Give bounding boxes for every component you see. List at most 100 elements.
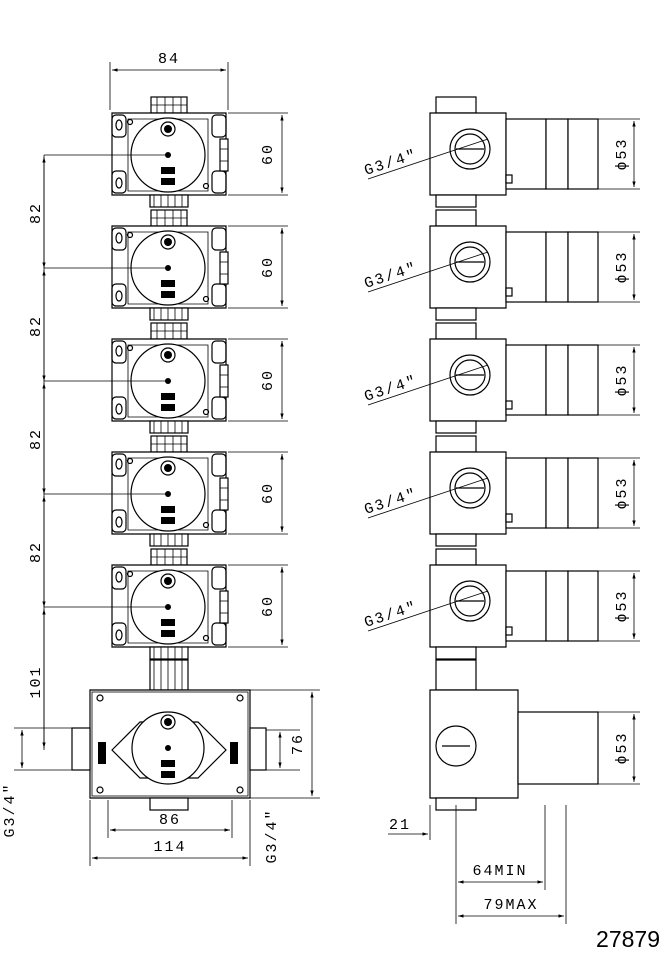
ear-bl	[111, 396, 127, 420]
label-tag-1	[161, 280, 175, 287]
base-spindle	[165, 745, 171, 751]
side-port-inner	[454, 585, 486, 617]
side-trim-3	[567, 457, 599, 529]
side-trim-3	[567, 231, 599, 303]
base-right-label	[230, 742, 238, 764]
spacing-82-label-1: 82	[28, 202, 45, 224]
connection-leader	[367, 138, 489, 180]
side-trim-2	[545, 570, 569, 642]
inner-body	[127, 344, 209, 418]
inner-body	[127, 231, 209, 305]
module-height-label: 60	[260, 595, 277, 617]
connection-leader	[367, 364, 489, 406]
label-tag-1	[161, 506, 175, 513]
base-right-port	[249, 727, 267, 771]
label-tag-2	[161, 630, 175, 637]
connection-leader	[367, 251, 489, 293]
side-top-nut	[435, 96, 477, 114]
base-tag	[161, 760, 175, 767]
slot-tl	[115, 345, 123, 357]
inner-body	[127, 118, 209, 192]
ear-tl	[111, 114, 127, 138]
ear-bl	[111, 170, 127, 194]
side-trim-3	[567, 344, 599, 416]
side-outlet	[219, 251, 229, 285]
side-trim-1	[505, 570, 547, 642]
ear-bl	[111, 509, 127, 533]
screw-tl	[126, 231, 134, 239]
front-view	[71, 96, 267, 811]
bottom-nut	[149, 307, 189, 321]
ear-tl	[111, 340, 127, 364]
base-screw	[236, 694, 244, 702]
base-tag	[161, 771, 175, 778]
side-top-nut	[435, 435, 477, 453]
slot-bl	[115, 290, 123, 302]
side-top-nut	[435, 209, 477, 227]
side-pin	[505, 287, 513, 297]
side-trim-1	[505, 118, 547, 190]
side-top-nut	[435, 548, 477, 566]
connection-leader	[367, 590, 489, 632]
dimension-annotations: 84 82 82 82 82 101 G3/4" 76 86 114	[2, 51, 660, 952]
side-trim-3	[567, 118, 599, 190]
max-depth-label: 79MAX	[483, 897, 538, 914]
width-84-label: 84	[158, 51, 180, 68]
side-trim-2	[545, 118, 569, 190]
hot-cold-marker	[160, 347, 176, 363]
inner-body	[127, 570, 209, 644]
ear-tr	[211, 566, 227, 590]
spacing-82-label-2: 82	[28, 315, 45, 337]
side-base	[429, 659, 599, 811]
ear-tl	[111, 227, 127, 251]
base-bottom-nut	[149, 797, 189, 811]
base-marker	[160, 714, 176, 730]
hot-cold-marker	[160, 121, 176, 137]
bottom-nut	[149, 194, 189, 208]
spacing-101-label: 101	[28, 665, 45, 698]
slot-tl	[115, 571, 123, 583]
screw-br	[202, 182, 210, 190]
side-pin	[505, 513, 513, 523]
diameter-label: ϕ53	[614, 363, 631, 396]
diameter-label: ϕ53	[614, 476, 631, 509]
front-module-2	[111, 209, 229, 321]
side-trim-3	[567, 570, 599, 642]
side-module-2: G3/4"	[362, 209, 599, 321]
side-base-top-connector	[435, 659, 477, 691]
side-pin	[505, 400, 513, 410]
screw-tl	[126, 344, 134, 352]
side-trim-2	[545, 231, 569, 303]
side-trim-1	[505, 344, 547, 416]
front-module-5	[111, 548, 229, 660]
connection-label: G3/4"	[362, 373, 420, 406]
base-inlet-label: G3/4"	[2, 782, 19, 837]
label-tag-2	[161, 178, 175, 185]
base-outlet-label: G3/4"	[264, 808, 281, 863]
module-height-label: 60	[260, 369, 277, 391]
connection-leader	[367, 477, 489, 519]
label-tag-1	[161, 167, 175, 174]
base-hex	[111, 721, 227, 779]
slot-bl	[115, 629, 123, 641]
base-left-label	[98, 742, 106, 764]
slot-bl	[115, 516, 123, 528]
base-left-port	[71, 727, 91, 771]
side-module-5: G3/4"	[362, 548, 599, 660]
screw-tl	[126, 118, 134, 126]
side-outlet	[219, 364, 229, 398]
screw-br	[202, 634, 210, 642]
side-top-nut	[435, 322, 477, 340]
side-view: G3/4"G3/4"G3/4"G3/4"G3/4"	[362, 96, 599, 811]
label-tag-2	[161, 517, 175, 524]
hot-cold-marker	[160, 573, 176, 589]
bottom-nut	[149, 533, 189, 547]
min-depth-label: 64MIN	[472, 863, 527, 880]
module-height-label: 60	[260, 482, 277, 504]
ear-tr	[211, 340, 227, 364]
side-module-4: G3/4"	[362, 435, 599, 547]
base-screw	[96, 694, 104, 702]
label-tag-2	[161, 291, 175, 298]
side-port-inner	[454, 472, 486, 504]
side-trim-1	[505, 231, 547, 303]
